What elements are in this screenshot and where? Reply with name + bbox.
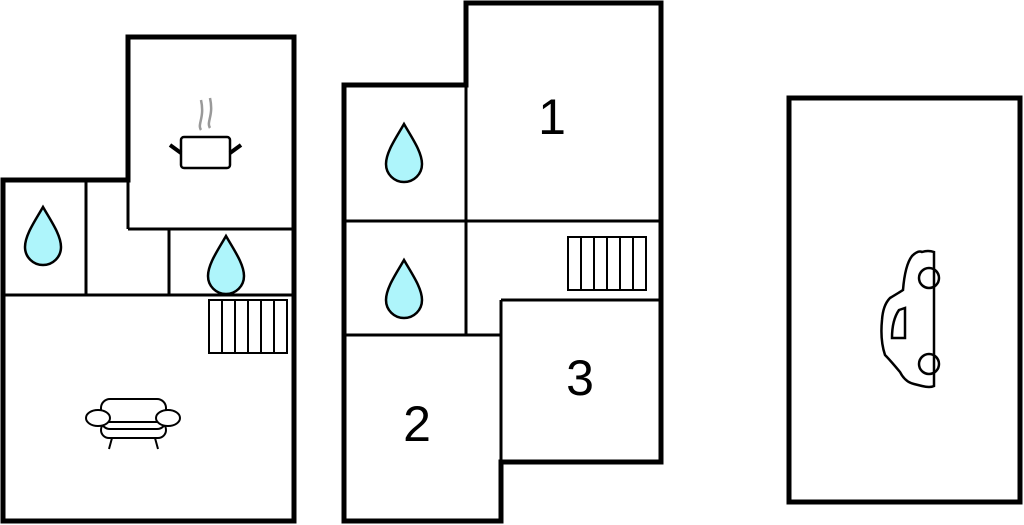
garage-plan [786, 95, 1023, 505]
room-label-1: 1 [538, 89, 566, 145]
stairs-icon [567, 236, 647, 291]
room-label-2: 2 [403, 396, 431, 452]
water-drop-icon [384, 258, 424, 320]
stairs-icon [208, 299, 288, 354]
first-floor-plan: 1 2 3 [341, 0, 664, 524]
garage-outline [786, 95, 1023, 505]
water-drop-icon [206, 234, 246, 296]
sofa-icon [85, 398, 181, 450]
ground-floor-outline [0, 34, 297, 524]
car-icon [880, 249, 941, 389]
first-floor-outline [341, 0, 664, 524]
water-drop-icon [384, 122, 424, 184]
room-label-3: 3 [566, 350, 594, 406]
ground-floor-plan [0, 34, 297, 524]
cooking-pot-icon [168, 97, 243, 170]
water-drop-icon [23, 205, 63, 267]
